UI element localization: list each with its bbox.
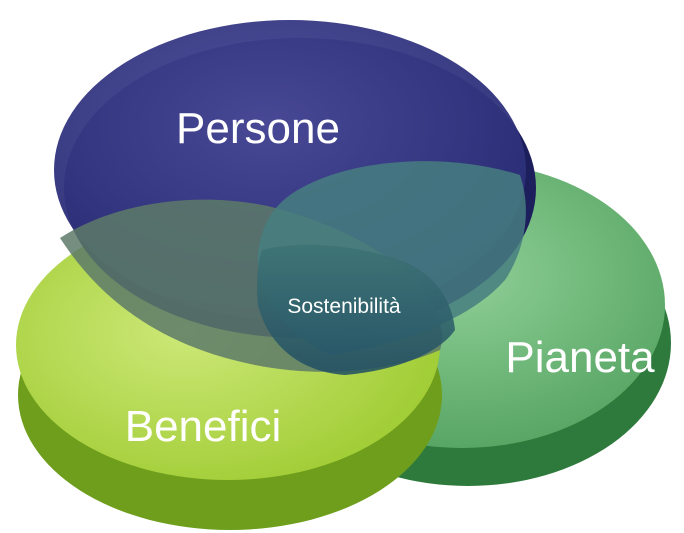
center-label: Sostenibilità	[287, 295, 401, 318]
center-sostenibilita-region	[257, 244, 455, 375]
benefici-label: Benefici	[125, 402, 282, 451]
persone-label: Persone	[176, 104, 340, 153]
pianeta-label: Pianeta	[505, 333, 655, 382]
